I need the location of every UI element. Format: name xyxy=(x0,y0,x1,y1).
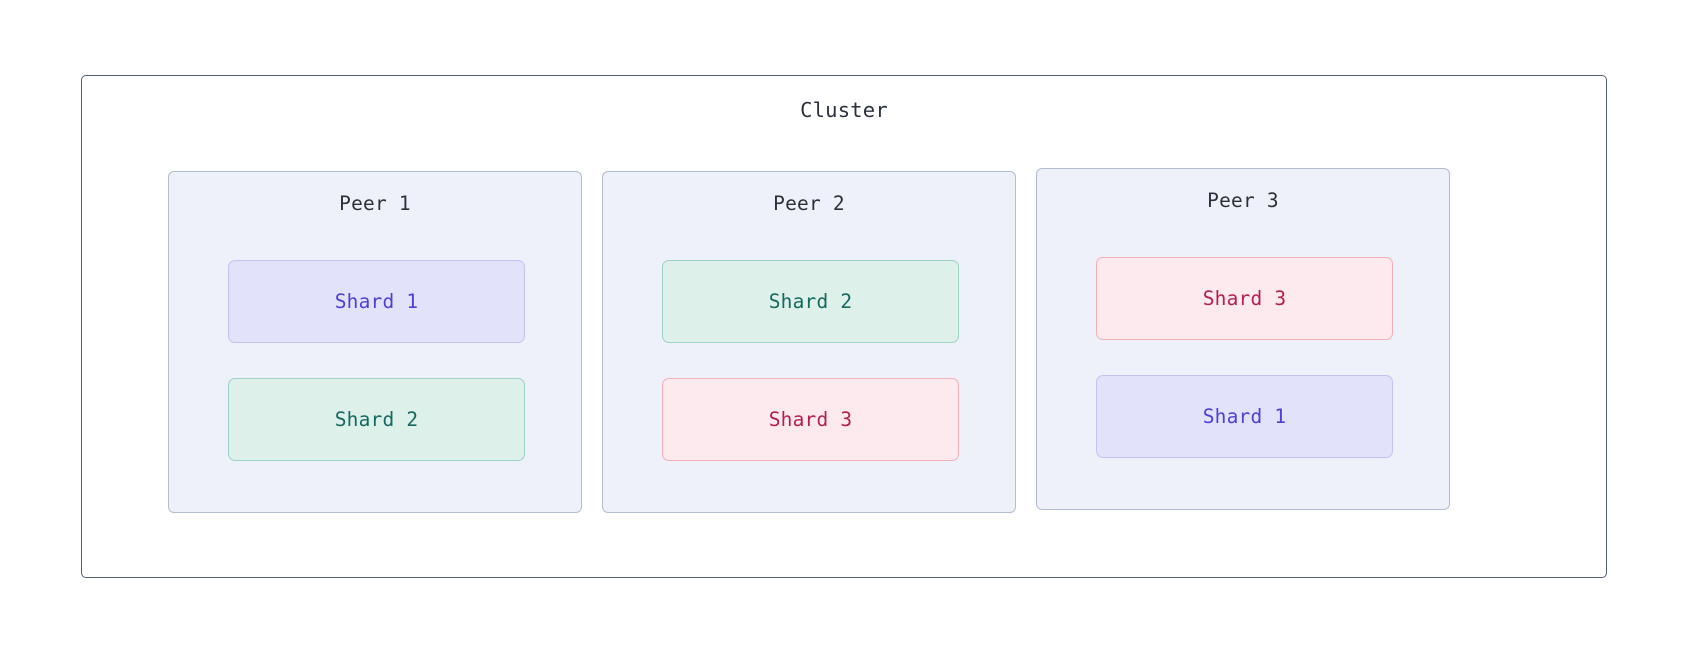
peer-box-1[interactable]: Peer 1 Shard 1 Shard 2 xyxy=(168,171,582,513)
peer-row: Peer 1 Shard 1 Shard 2 Peer 2 Shard 2 Sh… xyxy=(82,76,1606,577)
peer-title-1: Peer 1 xyxy=(339,192,411,215)
shard-card-peer2-slot2[interactable]: Shard 3 xyxy=(662,378,959,461)
cluster-title: Cluster xyxy=(800,98,888,122)
shard-card-peer2-slot1[interactable]: Shard 2 xyxy=(662,260,959,343)
peer-title-3: Peer 3 xyxy=(1207,189,1279,212)
shard-card-peer3-slot1[interactable]: Shard 3 xyxy=(1096,257,1393,340)
peer-box-2[interactable]: Peer 2 Shard 2 Shard 3 xyxy=(602,171,1016,513)
shard-label: Shard 2 xyxy=(334,408,419,431)
shard-label: Shard 3 xyxy=(768,408,853,431)
shard-card-peer1-slot2[interactable]: Shard 2 xyxy=(228,378,525,461)
peer-box-3[interactable]: Peer 3 Shard 3 Shard 1 xyxy=(1036,168,1450,510)
shard-label: Shard 1 xyxy=(1202,405,1287,428)
shard-label: Shard 2 xyxy=(768,290,853,313)
shard-card-peer3-slot2[interactable]: Shard 1 xyxy=(1096,375,1393,458)
shard-label: Shard 3 xyxy=(1202,287,1287,310)
shard-card-peer1-slot1[interactable]: Shard 1 xyxy=(228,260,525,343)
cluster-container: Cluster Peer 1 Shard 1 Shard 2 Peer 2 Sh… xyxy=(81,75,1607,578)
shard-label: Shard 1 xyxy=(334,290,419,313)
peer-title-2: Peer 2 xyxy=(773,192,845,215)
